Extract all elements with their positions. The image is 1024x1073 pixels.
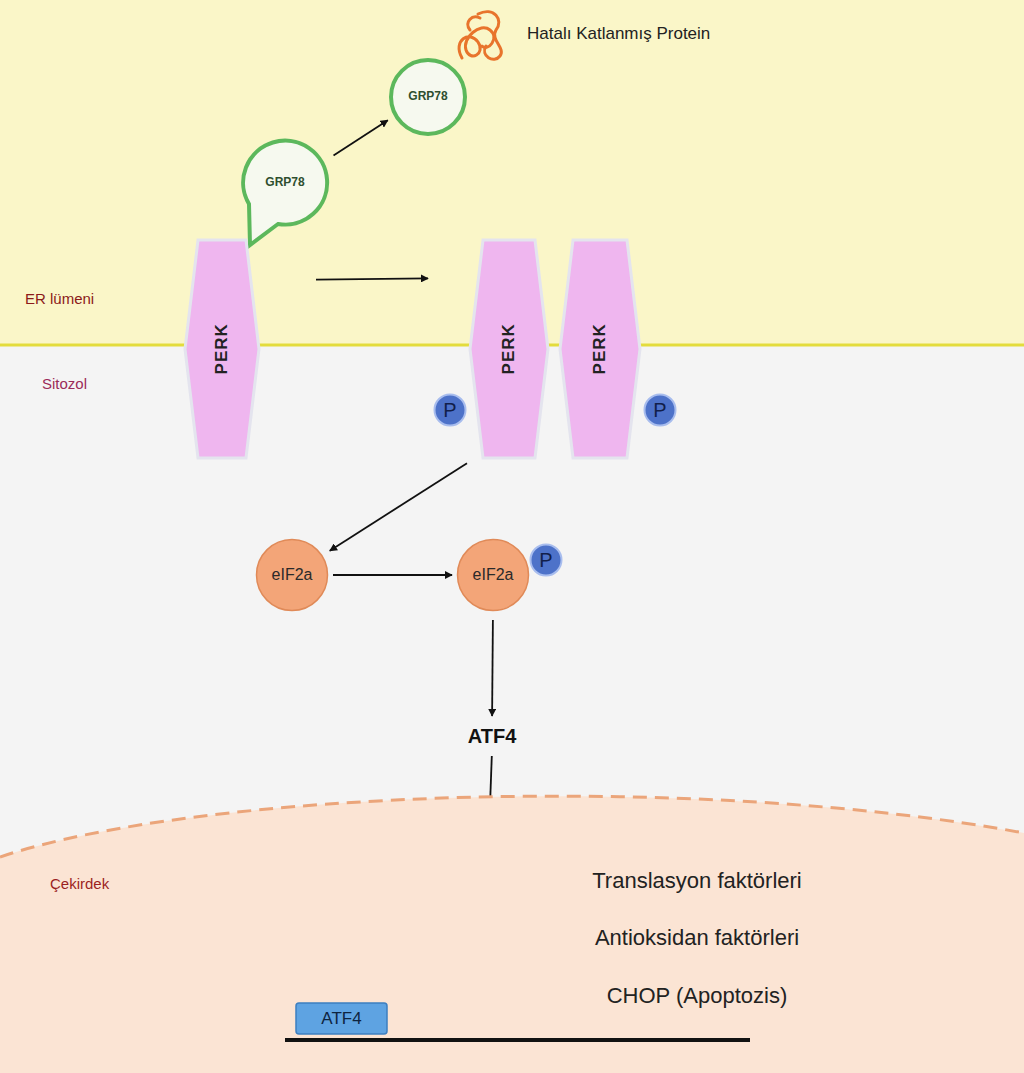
tear-outline [240,138,332,248]
region-label: Sitozol [42,375,87,392]
circle [458,540,529,611]
atf4-gene: ATF4 [295,1002,388,1035]
arrow-connector [333,574,452,576]
protein-label: Hatalı Katlanmış Protein [527,24,710,44]
node-text: PERK [212,323,232,374]
nucleus-region: ÇekirdekATF4 Translasyon faktörleriAntiok… [0,785,1024,1073]
eif2a: eIF2a [255,538,329,612]
node-text: Translasyon faktörleri [592,868,801,893]
teardrop [243,141,327,245]
hexagon [560,240,640,458]
phosphate: P [529,543,563,577]
node-text: eIF2a [272,566,313,584]
atf4-protein: ATF4 [452,722,532,750]
grp78-free: GRP78 [388,57,468,137]
node-text: CHOP (Apoptozis) [607,983,788,1008]
circle [391,60,465,134]
perk-dimer: PERK [468,238,550,460]
node-text: P [653,399,666,422]
dna-strand [285,1038,750,1042]
perk-monomer: PERK [183,238,261,460]
node-text: PERK [499,323,519,374]
nucleus-outline [0,785,1024,1073]
hexagon [185,240,259,458]
node-text: GRP78 [265,176,304,190]
circle [435,395,466,426]
hexagon [470,240,548,458]
arrow-connector [491,620,494,716]
nuclear-envelope [0,796,1024,857]
nucleus-fill [0,796,1024,1073]
phosphate: P [433,393,467,427]
region-label: ER lümeni [25,290,94,307]
box [296,1003,387,1034]
circle [531,545,562,576]
grp78-bound: GRP78 [240,138,332,248]
phosphate: P [643,393,677,427]
node-text: GRP78 [408,90,447,104]
node-text: P [443,399,456,422]
node-text: PERK [590,323,610,374]
perk-dimer: PERK [558,238,642,460]
eif2a-phosphorylated: eIF2a [456,538,530,612]
node-text: P [539,549,552,572]
node-text: Antioksidan faktörleri [595,925,799,950]
node-text: ATF4 [321,1009,361,1029]
misfolded-protein [459,12,501,60]
arrow-connector [330,463,467,551]
arrow-connector [334,120,388,155]
node-text: ATF4 [468,725,517,748]
node-text: Çekirdek [50,875,109,892]
target-genes: Translasyon faktörleriAntioksidan faktör… [552,868,842,1008]
node-text: eIF2a [473,566,514,584]
circle [257,540,328,611]
circle [645,395,676,426]
arrow-connector [316,278,428,279]
